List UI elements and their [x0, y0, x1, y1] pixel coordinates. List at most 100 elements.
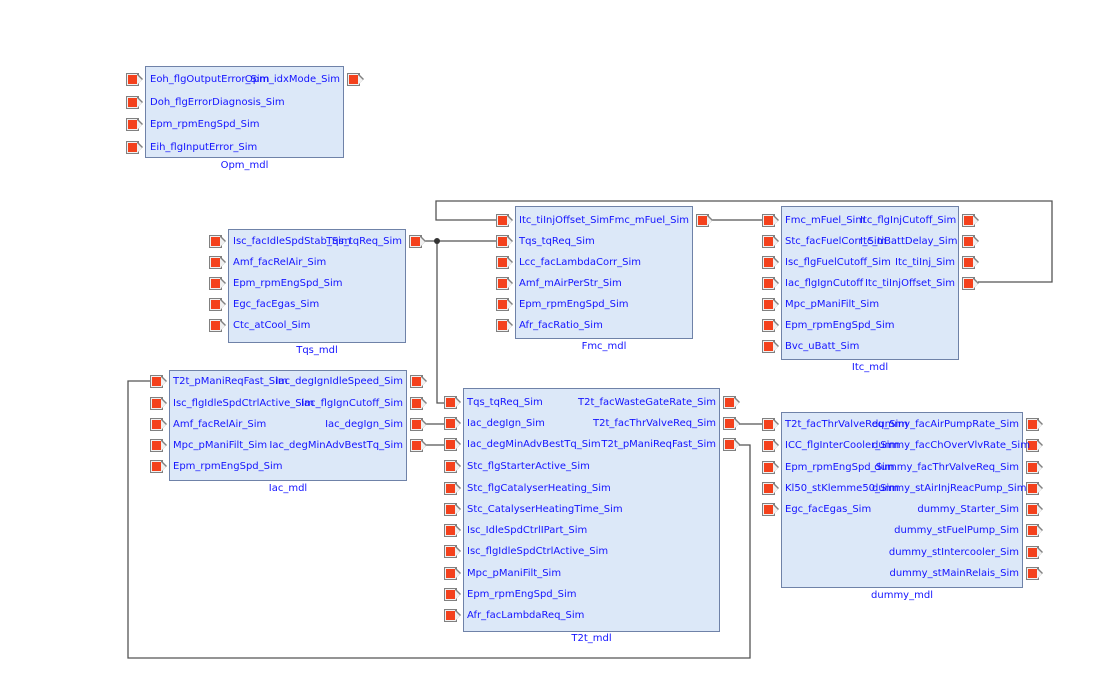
input-port-t2t-4[interactable]: [444, 482, 461, 495]
output-port-t2t-1[interactable]: [723, 417, 740, 430]
output-label-tqs-0: Tqs_tqReq_Sim: [326, 236, 402, 247]
block-tqs-mdl[interactable]: [228, 229, 406, 343]
input-port-fmc-0[interactable]: [496, 214, 513, 227]
block-iac-mdl[interactable]: [169, 370, 407, 481]
output-port-dummy-4[interactable]: [1026, 503, 1043, 516]
input-label-iac-0: T2t_pManiReqFast_Sim: [173, 376, 288, 387]
input-port-fmc-5[interactable]: [496, 319, 513, 332]
input-port-itc-3[interactable]: [762, 277, 779, 290]
input-label-fmc-5: Afr_facRatio_Sim: [519, 320, 603, 331]
output-port-iac-0[interactable]: [410, 375, 427, 388]
output-label-t2t-0: T2t_facWasteGateRate_Sim: [578, 397, 716, 408]
input-port-itc-2[interactable]: [762, 256, 779, 269]
input-port-tqs-0[interactable]: [209, 235, 226, 248]
input-port-tqs-4[interactable]: [209, 319, 226, 332]
input-label-fmc-1: Tqs_tqReq_Sim: [519, 236, 595, 247]
input-label-dummy-1: ICC_flgInterCooler_Sim: [785, 440, 900, 451]
input-port-t2t-6[interactable]: [444, 524, 461, 537]
input-port-iac-4[interactable]: [150, 460, 167, 473]
output-label-opm-0: Opm_idxMode_Sim: [244, 74, 340, 85]
input-label-tqs-1: Amf_facRelAir_Sim: [233, 257, 327, 268]
input-label-t2t-5: Stc_CatalyserHeatingTime_Sim: [467, 504, 623, 515]
input-port-tqs-2[interactable]: [209, 277, 226, 290]
input-label-fmc-0: Itc_tiInjOffset_Sim: [519, 215, 610, 226]
input-port-tqs-1[interactable]: [209, 256, 226, 269]
input-port-t2t-9[interactable]: [444, 588, 461, 601]
block-label-fmc-mdl: Fmc_mdl: [581, 341, 627, 352]
output-port-t2t-0[interactable]: [723, 396, 740, 409]
input-port-fmc-3[interactable]: [496, 277, 513, 290]
input-port-t2t-7[interactable]: [444, 545, 461, 558]
output-port-dummy-2[interactable]: [1026, 461, 1043, 474]
input-port-fmc-4[interactable]: [496, 298, 513, 311]
output-port-dummy-7[interactable]: [1026, 567, 1043, 580]
output-port-iac-1[interactable]: [410, 397, 427, 410]
output-port-fmc-0[interactable]: [696, 214, 713, 227]
input-port-fmc-1[interactable]: [496, 235, 513, 248]
input-port-opm-2[interactable]: [126, 118, 143, 131]
input-port-t2t-3[interactable]: [444, 460, 461, 473]
output-port-dummy-1[interactable]: [1026, 439, 1043, 452]
block-dummy-mdl[interactable]: [781, 412, 1023, 588]
input-port-iac-2[interactable]: [150, 418, 167, 431]
input-port-fmc-2[interactable]: [496, 256, 513, 269]
input-port-t2t-5[interactable]: [444, 503, 461, 516]
input-label-t2t-10: Afr_facLambdaReq_Sim: [467, 610, 585, 621]
input-port-opm-1[interactable]: [126, 96, 143, 109]
input-label-dummy-4: Egc_facEgas_Sim: [785, 504, 872, 515]
output-port-itc-1[interactable]: [962, 235, 979, 248]
output-port-dummy-5[interactable]: [1026, 524, 1043, 537]
input-port-dummy-3[interactable]: [762, 482, 779, 495]
output-port-dummy-6[interactable]: [1026, 546, 1043, 559]
output-port-opm-0[interactable]: [347, 73, 364, 86]
output-port-t2t-2[interactable]: [723, 438, 740, 451]
input-port-t2t-10[interactable]: [444, 609, 461, 622]
block-label-t2t-mdl: T2t_mdl: [571, 633, 612, 644]
output-port-iac-2[interactable]: [410, 418, 427, 431]
block-fmc-mdl[interactable]: [515, 206, 693, 339]
output-port-itc-3[interactable]: [962, 277, 979, 290]
output-port-tqs-0[interactable]: [409, 235, 426, 248]
input-port-t2t-8[interactable]: [444, 567, 461, 580]
input-port-iac-0[interactable]: [150, 375, 167, 388]
input-port-itc-6[interactable]: [762, 340, 779, 353]
input-label-fmc-2: Lcc_facLambdaCorr_Sim: [519, 257, 641, 268]
input-port-t2t-1[interactable]: [444, 417, 461, 430]
input-label-itc-0: Fmc_mFuel_Sim: [785, 215, 866, 226]
input-port-itc-0[interactable]: [762, 214, 779, 227]
input-label-dummy-3: Kl50_stKlemme50_Sim: [785, 483, 899, 494]
input-port-dummy-0[interactable]: [762, 418, 779, 431]
input-port-dummy-4[interactable]: [762, 503, 779, 516]
input-label-t2t-0: Tqs_tqReq_Sim: [467, 397, 543, 408]
input-port-dummy-2[interactable]: [762, 461, 779, 474]
input-port-itc-1[interactable]: [762, 235, 779, 248]
input-port-opm-3[interactable]: [126, 141, 143, 154]
block-label-tqs-mdl: Tqs_mdl: [296, 345, 338, 356]
input-label-t2t-7: Isc_flgIdleSpdCtrlActive_Sim: [467, 546, 609, 557]
output-label-dummy-2: dummy_facThrValveReq_Sim: [874, 462, 1019, 473]
block-itc-mdl[interactable]: [781, 206, 959, 360]
input-port-iac-3[interactable]: [150, 439, 167, 452]
input-port-t2t-0[interactable]: [444, 396, 461, 409]
input-label-iac-3: Mpc_pManiFilt_Sim: [173, 440, 268, 451]
block-label-itc-mdl: Itc_mdl: [851, 362, 889, 373]
input-label-t2t-8: Mpc_pManiFilt_Sim: [467, 568, 562, 579]
output-label-iac-0: Iac_degIgnIdleSpeed_Sim: [275, 376, 404, 387]
input-label-tqs-2: Epm_rpmEngSpd_Sim: [233, 278, 343, 289]
output-port-dummy-0[interactable]: [1026, 418, 1043, 431]
input-port-itc-4[interactable]: [762, 298, 779, 311]
output-port-itc-2[interactable]: [962, 256, 979, 269]
output-port-dummy-3[interactable]: [1026, 482, 1043, 495]
input-port-opm-0[interactable]: [126, 73, 143, 86]
block-opm-mdl[interactable]: [145, 66, 344, 158]
input-port-itc-5[interactable]: [762, 319, 779, 332]
input-port-dummy-1[interactable]: [762, 439, 779, 452]
output-port-itc-0[interactable]: [962, 214, 979, 227]
input-port-iac-1[interactable]: [150, 397, 167, 410]
input-port-t2t-2[interactable]: [444, 438, 461, 451]
input-label-itc-1: Stc_facFuelCorr_Sim: [785, 236, 887, 247]
block-t2t-mdl[interactable]: [463, 388, 720, 632]
input-port-tqs-3[interactable]: [209, 298, 226, 311]
output-port-iac-3[interactable]: [410, 439, 427, 452]
